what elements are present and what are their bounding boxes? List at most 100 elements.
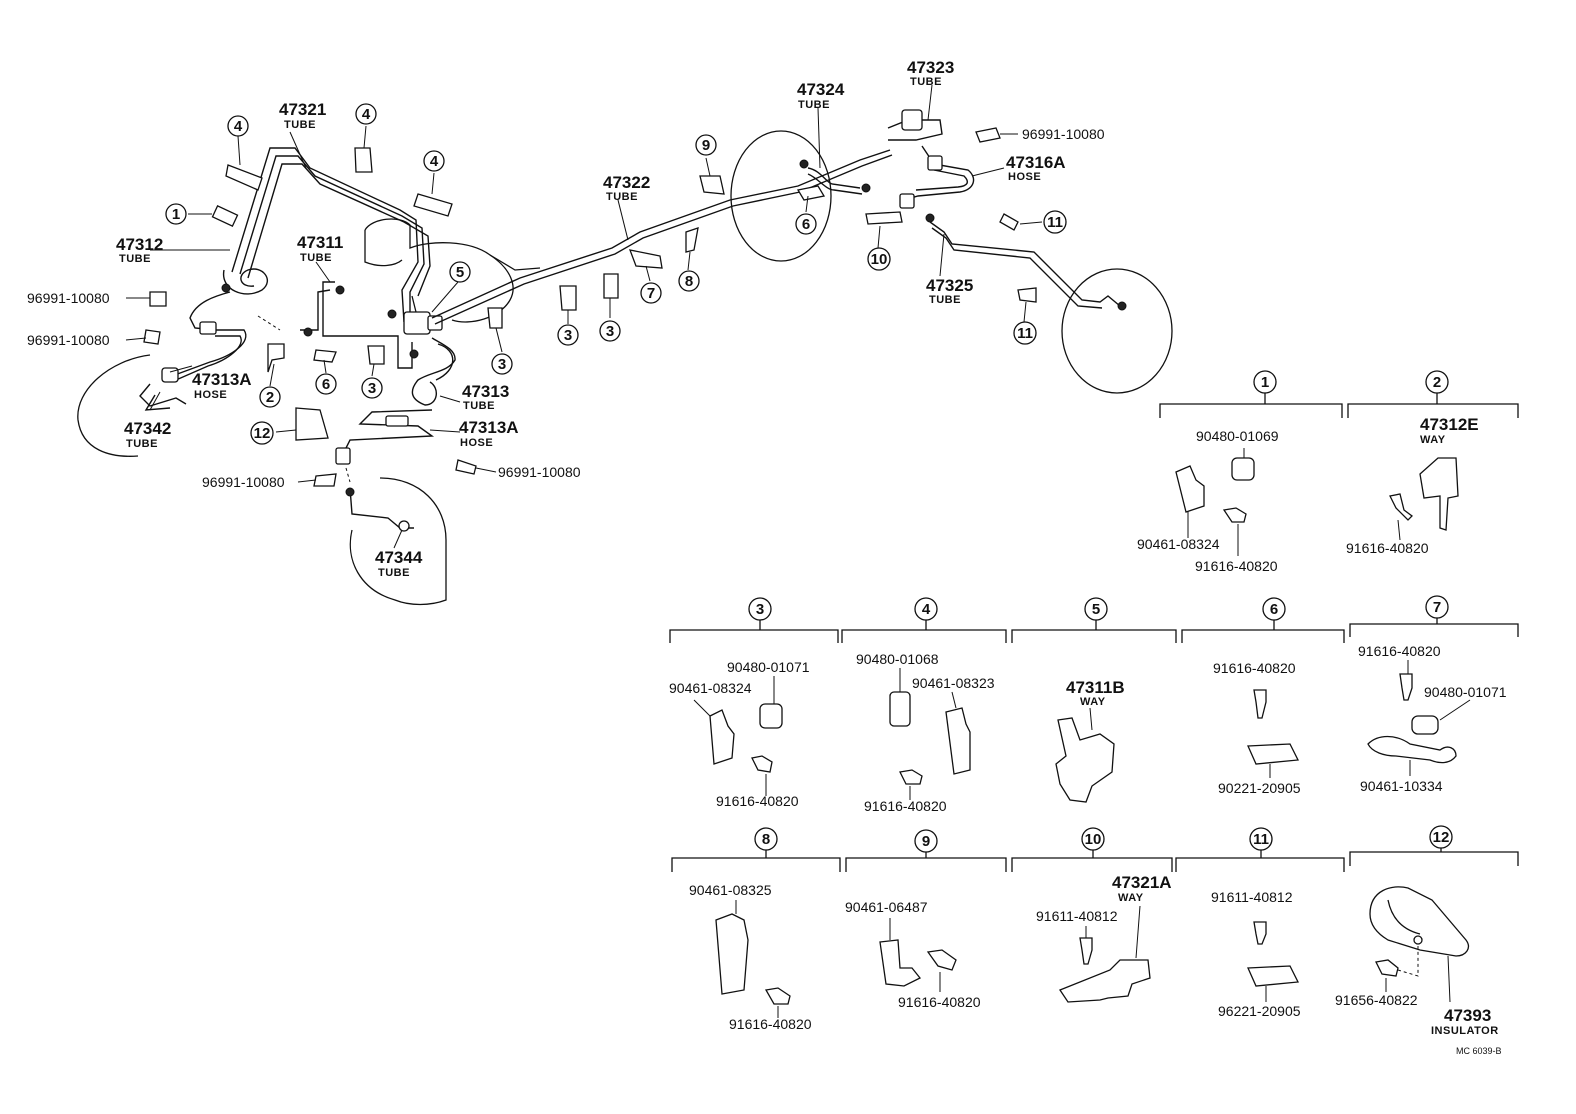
detail-6-number: 6 [1270, 601, 1278, 618]
detail-10-part-a: 91611-40812 [1036, 908, 1118, 924]
detail-2-kind: WAY [1420, 434, 1446, 446]
master-cylinder-outline [364, 218, 514, 323]
detail-3-part-b: 90461-08324 [669, 680, 752, 696]
detail-1-part-a: 90480-01069 [1196, 428, 1279, 444]
detail-1-number: 1 [1261, 374, 1269, 391]
detail-12-kind: INSULATOR [1431, 1025, 1499, 1037]
detail-8-part-a: 90461-08325 [689, 882, 772, 898]
detail-12-bolt-icon [1375, 959, 1399, 977]
detail-12-insulator-icon [1369, 886, 1470, 957]
label-47311-kind: TUBE [300, 252, 332, 264]
label-47325-pn: 47325 [926, 276, 973, 295]
callout-3d: 3 [606, 323, 614, 340]
leader-lines [125, 84, 1043, 549]
label-47344-kind: TUBE [378, 567, 410, 579]
label-47313A-center-pn: 47313A [459, 418, 519, 437]
detail-10-pn: 47321A [1112, 873, 1172, 892]
detail-3-bolt-icon [751, 755, 773, 773]
tube-47325 [929, 221, 1121, 307]
callout-7: 7 [647, 285, 655, 302]
detail-4-grommet-icon [889, 691, 911, 727]
clip-ref-4: 96991-10080 [498, 464, 581, 480]
tube-47311 [322, 281, 413, 369]
callout-11b: 11 [1017, 325, 1033, 342]
detail-4-part-c: 91616-40820 [864, 798, 947, 814]
callout-9: 9 [702, 137, 710, 154]
label-47313A-left-kind: HOSE [194, 389, 227, 401]
detail-10-kind: WAY [1118, 892, 1144, 904]
label-47324-pn: 47324 [797, 80, 845, 99]
detail-6-clip-icon [1247, 743, 1300, 765]
detail-11-bolt-icon [1253, 921, 1267, 945]
tube-47313 [411, 337, 456, 406]
detail-7-part-b: 90480-01071 [1424, 684, 1507, 700]
hose-47313A-center [339, 409, 435, 461]
main-assembly: 47321 TUBE 47312 TUBE 47311 TUBE 47313A … [27, 58, 1173, 606]
clip-icons [143, 127, 1127, 497]
detail-panel-7: 7 91616-40820 90480-01071 90461-10334 [1349, 595, 1519, 794]
clip-ref-1: 96991-10080 [27, 290, 110, 306]
detail-7-part-c: 90461-10334 [1360, 778, 1443, 794]
detail-12-pn: 47393 [1444, 1006, 1491, 1025]
detail-1-grommet-icon [1231, 457, 1255, 481]
callout-5: 5 [456, 264, 464, 281]
label-47342-pn: 47342 [124, 419, 171, 438]
clip-ref-2: 96991-10080 [27, 332, 110, 348]
right-front-drum [730, 130, 832, 262]
callout-4c: 4 [430, 153, 439, 170]
label-47324-kind: TUBE [798, 99, 830, 111]
callout-2: 2 [266, 389, 274, 406]
detail-1-clamp-icon [1175, 465, 1205, 513]
detail-11-part-b: 96221-20905 [1218, 1003, 1301, 1019]
callout-3b: 3 [498, 356, 506, 373]
label-47316A-pn: 47316A [1006, 153, 1066, 172]
detail-panel-3: 3 90480-01071 90461-08324 91616-40820 [669, 597, 839, 809]
detail-panel-5: 5 47311B WAY [1011, 597, 1177, 803]
label-47321-kind: TUBE [284, 119, 316, 131]
detail-12-part-a: 91656-40822 [1335, 992, 1418, 1008]
detail-4-clamp-icon [945, 707, 971, 775]
tube-47342 [139, 383, 187, 407]
label-47325-kind: TUBE [929, 294, 961, 306]
detail-panel-2: 2 47312E WAY 91616-40820 [1346, 370, 1519, 556]
detail-8-bolt-icon [764, 987, 791, 1005]
detail-3-number: 3 [756, 601, 764, 618]
detail-8-clamp-icon [715, 913, 749, 995]
detail-2-bolt-icon [1389, 493, 1413, 521]
detail-10-bolt-icon [1079, 937, 1093, 965]
detail-panel-8: 8 90461-08325 91616-40820 [671, 827, 841, 1032]
detail-panel-12: 12 47393 INSULATOR 91656-40822 [1335, 825, 1519, 1037]
detail-4-bolt-icon [899, 769, 923, 785]
label-47323-kind: TUBE [910, 76, 942, 88]
callout-11a: 11 [1047, 214, 1063, 231]
hose-47316A [903, 163, 975, 201]
detail-6-part-a: 91616-40820 [1213, 660, 1296, 676]
callout-6a: 6 [322, 376, 330, 393]
detail-5-pn: 47311B [1066, 678, 1125, 697]
label-47344-pn: 47344 [375, 548, 423, 567]
label-47342-kind: TUBE [126, 438, 158, 450]
detail-1-part-c: 91616-40820 [1195, 558, 1278, 574]
tube-47312 [222, 268, 268, 295]
callout-1: 1 [172, 206, 180, 223]
detail-panel-11: 11 91611-40812 96221-20905 [1175, 827, 1345, 1019]
callout-6b: 6 [802, 216, 810, 233]
detail-3-grommet-icon [759, 703, 783, 729]
clip-ref-3: 96991-10080 [202, 474, 285, 490]
detail-10-way-icon [1059, 959, 1151, 1003]
detail-panels: 1 90480-01069 90461-08324 91616-40820 2 … [669, 370, 1519, 1056]
callout-3c: 3 [564, 327, 572, 344]
detail-3-part-c: 91616-40820 [716, 793, 799, 809]
detail-8-part-b: 91616-40820 [729, 1016, 812, 1032]
detail-3-part-a: 90480-01071 [727, 659, 810, 675]
detail-panel-4: 4 90480-01068 90461-08323 91616-40820 [841, 597, 1007, 814]
label-47322-kind: TUBE [606, 191, 638, 203]
label-47312-pn: 47312 [116, 235, 163, 254]
detail-9-bolt-icon [926, 949, 957, 971]
detail-7-grommet-icon [1411, 715, 1439, 735]
detail-7-number: 7 [1433, 599, 1441, 616]
detail-panel-6: 6 91616-40820 90221-20905 [1181, 597, 1345, 796]
tube-47324 [807, 167, 861, 189]
left-front-backing-plate [77, 354, 151, 457]
